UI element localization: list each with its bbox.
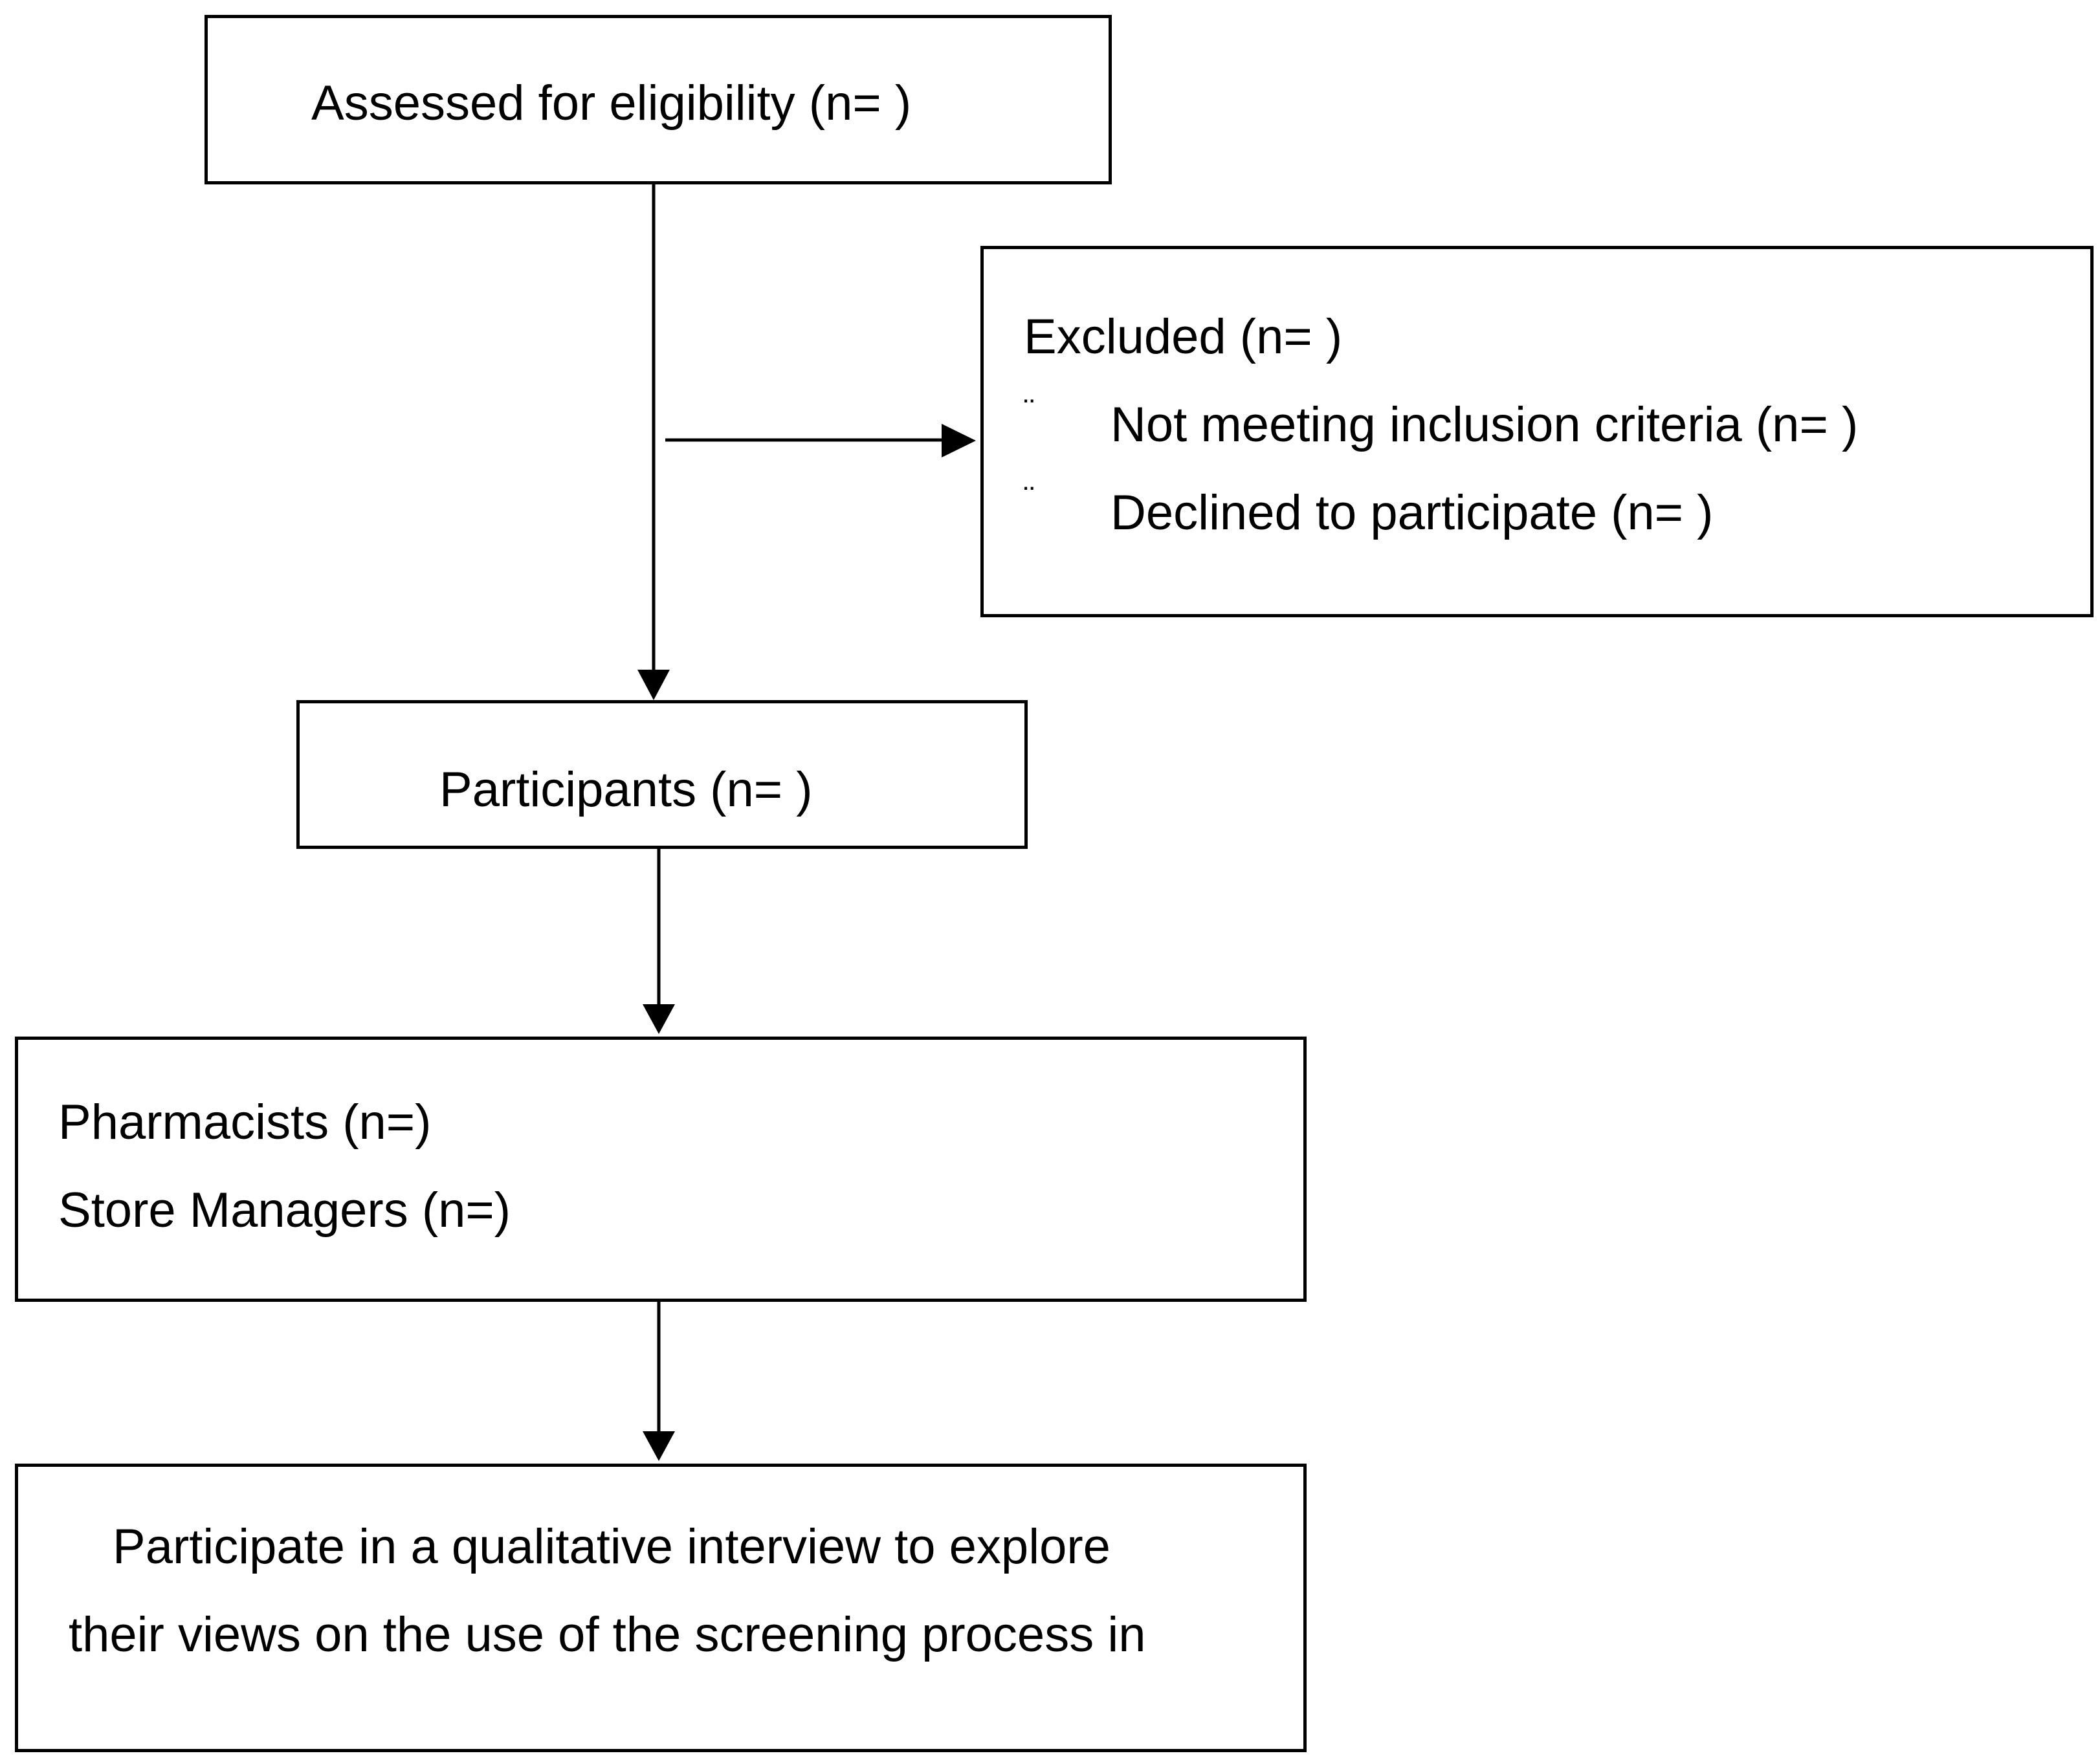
excluded-label: Excluded (n= ) xyxy=(1024,309,1343,364)
arrowhead-interview xyxy=(643,1431,675,1461)
pharmacists-label: Pharmacists (n=) xyxy=(58,1095,432,1150)
interview-text-line-2: their views on the use of the screening … xyxy=(69,1607,1146,1662)
roles-box: Pharmacists (n=) Store Managers (n=) xyxy=(15,1037,1307,1302)
participants-box: Participants (n= ) xyxy=(296,700,1028,849)
store-managers-label: Store Managers (n=) xyxy=(58,1183,511,1238)
participants-label: Participants (n= ) xyxy=(439,762,813,817)
excluded-box: Excluded (n= ) ¨ Not meeting inclusion c… xyxy=(980,246,2094,617)
arrowhead-excluded xyxy=(942,424,976,457)
interview-text-line-1: Participate in a qualitative interview t… xyxy=(113,1519,1111,1574)
arrowhead-participants xyxy=(637,670,670,700)
arrowhead-roles xyxy=(643,1004,675,1034)
bullet-icon: ¨ xyxy=(1024,480,1035,516)
excluded-reason-not-meeting: Not meeting inclusion criteria (n= ) xyxy=(1111,397,1859,452)
bullet-icon: ¨ xyxy=(1024,393,1035,429)
assessed-box: Assessed for eligibility (n= ) xyxy=(204,15,1112,184)
interview-box: Participate in a qualitative interview t… xyxy=(15,1464,1307,1752)
excluded-reason-declined: Declined to participate (n= ) xyxy=(1111,485,1714,540)
assessed-label: Assessed for eligibility (n= ) xyxy=(311,76,912,131)
